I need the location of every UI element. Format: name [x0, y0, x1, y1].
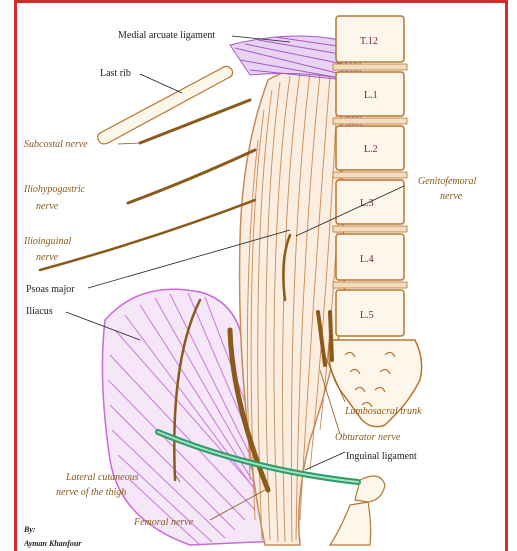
label-ilioinguinal-1: Ilioinguinal: [23, 236, 71, 247]
label-genitofemoral-2: nerve: [440, 191, 463, 202]
label-medial-arcuate-ligament: Medial arcuate ligament: [118, 30, 215, 41]
vertebra-label-l5: L.5: [360, 310, 374, 321]
label-subcostal-nerve: Subcostal nerve: [24, 139, 88, 150]
credit-author: Ayman Khanfour: [23, 539, 82, 548]
iliohypogastric-nerve: [128, 150, 255, 203]
label-lateral-cutaneous-1: Lateral cutaneous: [65, 472, 139, 483]
vertebral-column: T.12 L.1 L.2 L.3 L.4 L.5: [329, 16, 422, 427]
label-lumbosacral-trunk: Lumbosacral trunk: [344, 406, 422, 417]
credit-by: By:: [23, 525, 36, 534]
label-inguinal-ligament: Inguinal ligament: [346, 451, 417, 462]
label-iliacus: Iliacus: [26, 306, 53, 317]
vertebra-label-t12: T.12: [360, 36, 378, 47]
vertebra-label-l2: L.2: [364, 144, 378, 155]
vertebra-label-l4: L.4: [360, 254, 374, 265]
pubic-bone: [330, 502, 371, 545]
vertebra-label-l1: L.1: [364, 90, 378, 101]
label-iliohypogastric-2: nerve: [36, 201, 59, 212]
label-obturator-nerve: Obturator nerve: [335, 432, 401, 443]
label-ilioinguinal-2: nerve: [36, 252, 59, 263]
label-lateral-cutaneous-2: nerve of the thigh: [56, 487, 126, 498]
label-last-rib: Last rib: [100, 68, 131, 79]
lumbosacral-trunk: [330, 312, 332, 360]
ilioinguinal-nerve: [40, 200, 255, 270]
label-femoral-nerve: Femoral nerve: [133, 517, 194, 528]
label-genitofemoral-1: Genitofemoral: [418, 176, 477, 187]
label-psoas-major: Psoas major: [26, 284, 75, 295]
label-iliohypogastric-1: Iliohypogastric: [23, 184, 86, 195]
